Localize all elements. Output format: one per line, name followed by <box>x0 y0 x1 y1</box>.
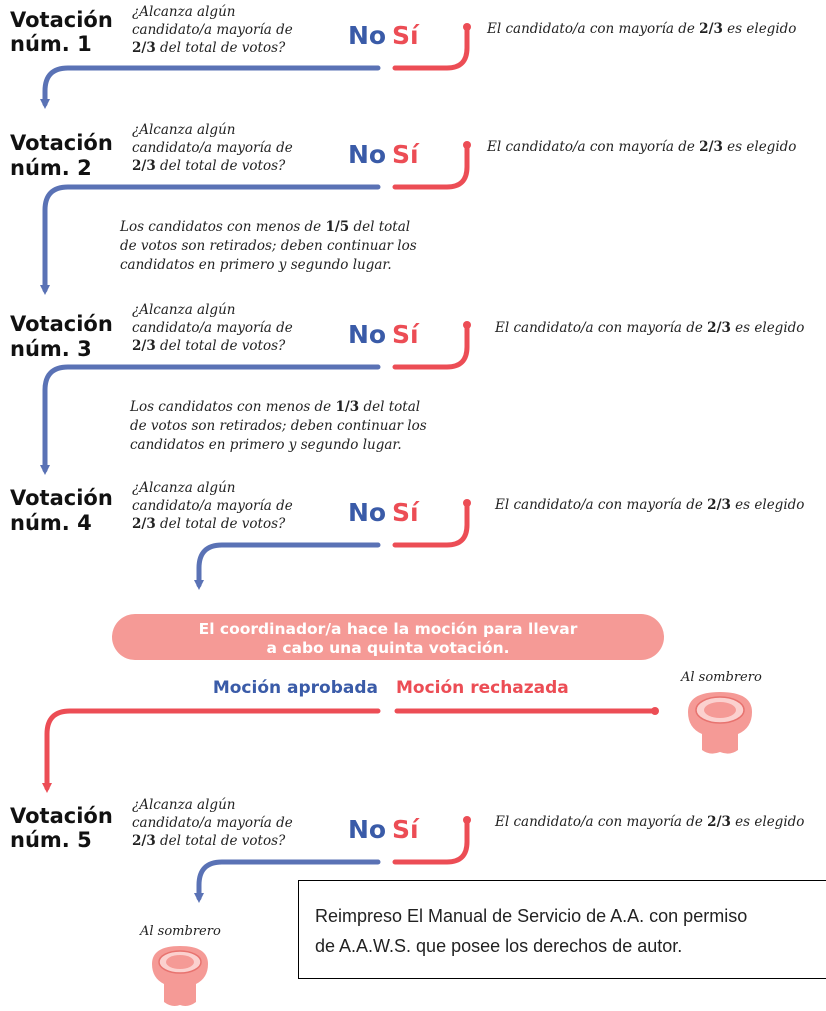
result-text: El candidato/a con mayoría de 2/3 es ele… <box>494 320 804 336</box>
yes-connector <box>392 25 470 71</box>
elimination-line1: Los candidatos con menos de 1/5 del tota… <box>119 219 410 235</box>
yes-connector <box>392 323 470 370</box>
no-arrow <box>194 859 381 903</box>
credit-line2: de A.A.W.S. que posee los derechos de au… <box>315 936 683 956</box>
elimination-line3: candidatos en primero y segundo lugar. <box>130 437 402 453</box>
motion-approved: Moción aprobada <box>213 678 378 698</box>
hat-group-2: Al sombrero <box>139 924 221 1006</box>
round-5: Votación núm. 5 ¿Alcanza algún candidato… <box>10 797 804 903</box>
round-label-line2: núm. 1 <box>10 32 92 56</box>
result-text: El candidato/a con mayoría de 2/3 es ele… <box>486 139 796 155</box>
yes-dot <box>463 23 471 31</box>
yes-dot <box>463 321 471 329</box>
motion-pill <box>112 614 664 660</box>
question-line2: candidato/a mayoría de <box>132 498 293 514</box>
hat-icon <box>152 946 208 1006</box>
no-arrow <box>40 65 381 109</box>
question-line1: ¿Alcanza algún <box>132 480 235 496</box>
question-line1: ¿Alcanza algún <box>132 122 235 138</box>
round-1: Votación núm. 1 ¿Alcanza algún candidato… <box>10 4 796 109</box>
rejected-dot <box>651 707 659 715</box>
yes-connector <box>392 143 470 190</box>
question-line3: 2/3 del total de votos? <box>132 516 286 532</box>
question-line3: 2/3 del total de votos? <box>132 833 286 849</box>
question-line3: 2/3 del total de votos? <box>132 158 286 174</box>
no-arrow <box>40 364 381 475</box>
result-text: El candidato/a con mayoría de 2/3 es ele… <box>494 814 804 830</box>
round-label-line1: Votación <box>10 486 113 510</box>
no-arrow <box>194 542 381 590</box>
round-3: Votación núm. 3 ¿Alcanza algún candidato… <box>10 302 804 475</box>
elimination-line3: candidatos en primero y segundo lugar. <box>120 257 392 273</box>
motion-rejected: Moción rechazada <box>396 678 569 698</box>
hat-label: Al sombrero <box>680 670 762 685</box>
hat-label: Al sombrero <box>139 924 221 939</box>
answer-yes: Sí <box>392 140 420 169</box>
answer-no: No <box>348 21 386 50</box>
elimination-line2: de votos son retirados; deben continuar … <box>130 418 427 434</box>
question-line2: candidato/a mayoría de <box>132 140 293 156</box>
round-label-line2: núm. 2 <box>10 156 92 180</box>
answer-no: No <box>348 498 386 527</box>
result-text: El candidato/a con mayoría de 2/3 es ele… <box>486 21 796 37</box>
question-line1: ¿Alcanza algún <box>132 797 235 813</box>
elimination-line2: de votos son retirados; deben continuar … <box>120 238 417 254</box>
question-line3: 2/3 del total de votos? <box>132 40 286 56</box>
round-2: Votación núm. 2 ¿Alcanza algún candidato… <box>10 122 796 295</box>
round-label-line1: Votación <box>10 312 113 336</box>
elimination-line1: Los candidatos con menos de 1/3 del tota… <box>129 399 420 415</box>
hat-icon <box>688 692 752 754</box>
answer-yes: Sí <box>392 21 420 50</box>
credit-line1: Reimpreso El Manual de Servicio de A.A. … <box>315 906 748 926</box>
credit-box: Reimpreso El Manual de Servicio de A.A. … <box>298 880 826 979</box>
motion-line2: a cabo una quinta votación. <box>266 639 509 657</box>
answer-yes: Sí <box>392 320 420 349</box>
yes-dot <box>463 816 471 824</box>
question-line2: candidato/a mayoría de <box>132 22 293 38</box>
yes-connector <box>392 501 470 548</box>
answer-yes: Sí <box>392 498 420 527</box>
round-label-line1: Votación <box>10 8 113 32</box>
yes-dot <box>463 141 471 149</box>
answer-yes: Sí <box>392 815 420 844</box>
result-text: El candidato/a con mayoría de 2/3 es ele… <box>494 497 804 513</box>
approved-arrow <box>42 708 381 793</box>
question-line2: candidato/a mayoría de <box>132 815 293 831</box>
answer-no: No <box>348 140 386 169</box>
motion-block: El coordinador/a hace la moción para lle… <box>42 614 664 793</box>
round-label-line2: núm. 3 <box>10 337 92 361</box>
motion-line1: El coordinador/a hace la moción para lle… <box>199 620 578 638</box>
round-label-line2: núm. 5 <box>10 828 92 852</box>
question-line1: ¿Alcanza algún <box>132 302 235 318</box>
answer-no: No <box>348 320 386 349</box>
yes-connector <box>392 818 470 865</box>
hat-group-1: Al sombrero <box>680 670 762 754</box>
question-line3: 2/3 del total de votos? <box>132 338 286 354</box>
round-label-line1: Votación <box>10 131 113 155</box>
answer-no: No <box>348 815 386 844</box>
round-4: Votación núm. 4 ¿Alcanza algún candidato… <box>10 480 804 590</box>
question-line1: ¿Alcanza algún <box>132 4 235 20</box>
round-label-line2: núm. 4 <box>10 511 92 535</box>
round-label-line1: Votación <box>10 804 113 828</box>
question-line2: candidato/a mayoría de <box>132 320 293 336</box>
no-arrow <box>40 184 381 295</box>
yes-dot <box>463 499 471 507</box>
